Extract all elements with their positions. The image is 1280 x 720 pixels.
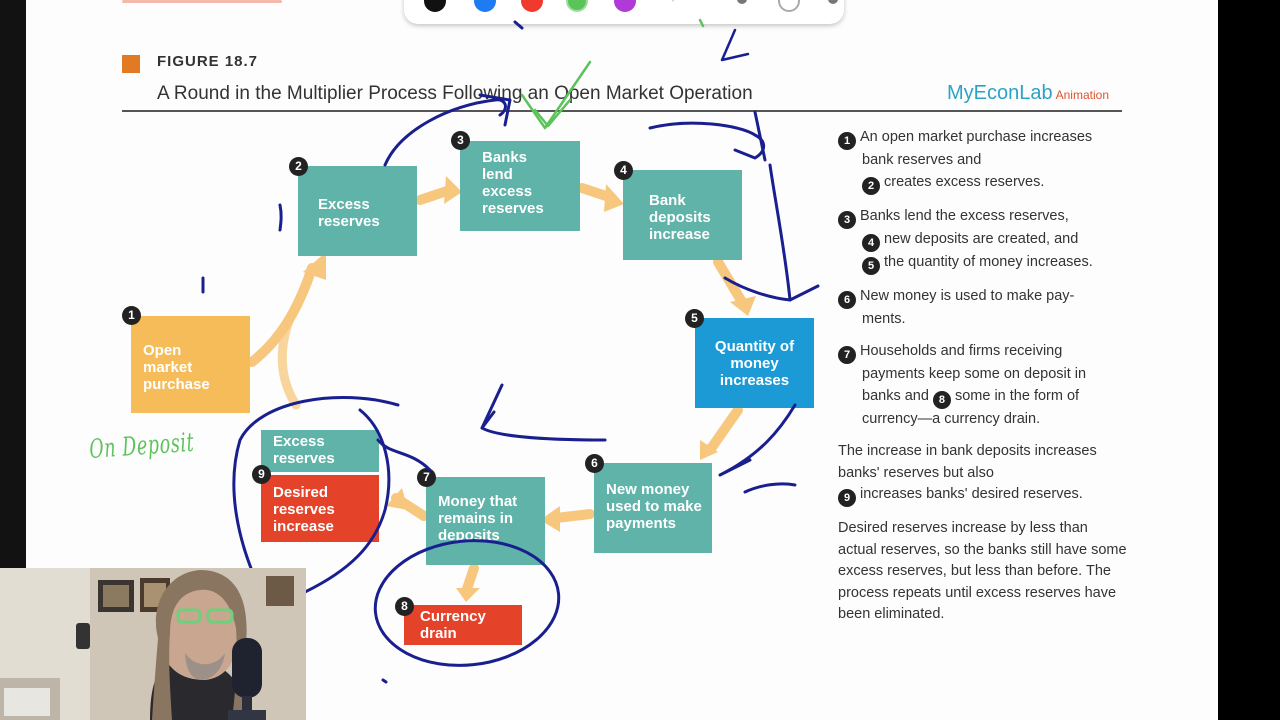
ink-loop-left [232, 396, 400, 587]
explanation-step-9: The increase in bank deposits increases … [838, 441, 1128, 507]
badge-3: 3 [451, 131, 470, 150]
figure-title: A Round in the Multiplier Process Follow… [157, 83, 753, 104]
header-rule [122, 110, 1122, 112]
step-badge-8: 8 [932, 390, 951, 409]
ink-arrow-right-down [723, 163, 792, 302]
ink-arrow-top-left [383, 98, 507, 167]
ink-arrow-to-excess [376, 438, 432, 472]
step-badge-2: 2 [862, 176, 880, 195]
green-checkmark-inner [533, 98, 572, 128]
box-excess-reserves-lower: Excess reserves [261, 430, 379, 472]
ink-tick-top [513, 20, 524, 30]
step-badge-1: 1 [838, 132, 856, 150]
box-excess-reserves: Excess reserves [298, 166, 417, 256]
ink-stroke-lower-right [743, 482, 797, 494]
ink-arrow-lower-right [718, 403, 797, 477]
ink-tick-1 [278, 203, 283, 232]
explanation-summary: Desired reserves increase by less than a… [838, 520, 1127, 622]
badge-6: 6 [585, 454, 604, 473]
ink-dot [381, 678, 388, 684]
ink-circle-currency-drain [373, 539, 561, 667]
more-tools-icon[interactable] [828, 0, 838, 4]
red-pen-button[interactable] [521, 0, 543, 12]
black-pen-button[interactable] [424, 0, 446, 12]
arrow-5-6 [705, 405, 743, 455]
green-checkmark [520, 60, 592, 130]
ink-arrow-center [480, 383, 607, 442]
step-badge-5: 5 [862, 256, 880, 275]
box-quantity-of-money: Quantity of money increases [695, 318, 814, 408]
arrow-loop-back [277, 313, 301, 410]
ink-arrow-top-right [648, 121, 766, 160]
step-badge-4: 4 [862, 233, 880, 252]
badge-1: 1 [122, 306, 141, 325]
badge-8: 8 [395, 597, 414, 616]
green-tick-top [698, 18, 705, 28]
badge-5: 5 [685, 309, 704, 328]
box-open-market-purchase: Open market purchase [131, 316, 250, 413]
figure-label: FIGURE 18.7 [157, 53, 259, 70]
ink-arrow-right-tip [788, 284, 820, 302]
ink-stroke-right [753, 110, 767, 162]
box-desired-reserves-increase: Desired reserves increase [261, 475, 379, 542]
badge-4: 4 [614, 161, 633, 180]
right-window-edge [1218, 0, 1280, 720]
handwritten-note: On Deposit [88, 428, 195, 465]
pink-ink-stroke [122, 0, 282, 3]
step-badge-9: 9 [838, 489, 856, 507]
ink-arrow-top-small [720, 28, 750, 62]
badge-7: 7 [417, 468, 436, 487]
presenter-video-frame [0, 568, 306, 720]
badge-2: 2 [289, 157, 308, 176]
badge-9: 9 [252, 465, 271, 484]
step-badge-7: 7 [838, 346, 856, 364]
ink-loop-left-inner [303, 408, 391, 594]
box-currency-drain: Currency drain [404, 605, 522, 645]
purple-pen-button[interactable] [614, 0, 636, 12]
pen-toolbar: + [404, 0, 844, 24]
ink-arrowhead-center [480, 410, 496, 430]
ink-arrowhead-top [478, 93, 512, 127]
box-bank-deposits-increase: Bank deposits increase [623, 170, 742, 260]
box-banks-lend: Banks lend excess reserves [460, 141, 580, 231]
arrow-6-7 [551, 509, 595, 523]
dot-tool-icon[interactable] [737, 0, 747, 4]
step-badge-3: 3 [838, 210, 856, 229]
webcam-video [0, 568, 306, 720]
add-pen-icon[interactable]: + [662, 0, 684, 12]
step-badge-6: 6 [838, 290, 856, 309]
box-new-money-payments: New money used to make payments [594, 463, 712, 553]
blue-pen-button[interactable] [474, 0, 496, 12]
figure-marker-icon [122, 55, 140, 73]
